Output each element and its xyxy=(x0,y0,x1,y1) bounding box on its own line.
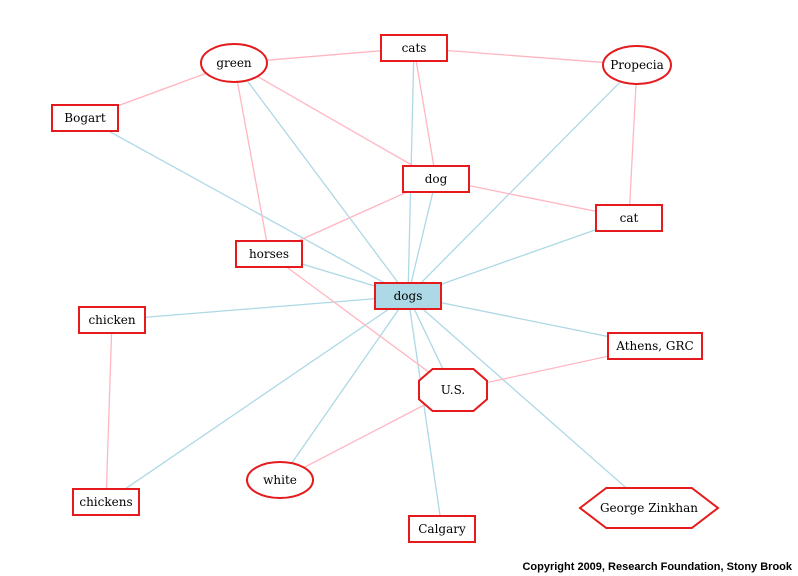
node-green-shape xyxy=(200,43,268,83)
node-athens-shape xyxy=(607,332,703,360)
node-cat[interactable]: cat xyxy=(595,204,663,232)
edges-layer xyxy=(84,47,656,530)
node-us[interactable]: U.S. xyxy=(418,368,488,412)
node-horses[interactable]: horses xyxy=(235,240,303,268)
edge-dogs-chickens xyxy=(105,295,409,503)
node-chicken[interactable]: chicken xyxy=(78,306,146,334)
edge-dogs-dog xyxy=(407,178,437,297)
edge-chicken-chickens xyxy=(105,319,113,503)
node-calgary-label: Calgary xyxy=(418,522,466,536)
node-cat-label: cat xyxy=(620,211,639,225)
edge-dogs-calgary xyxy=(407,295,443,530)
node-calgary[interactable]: Calgary xyxy=(408,515,476,543)
node-white-shape xyxy=(246,461,314,499)
node-chicken-shape xyxy=(78,306,146,334)
node-horses-shape xyxy=(235,240,303,268)
node-us-shape xyxy=(418,368,488,412)
edge-green-dog xyxy=(233,62,437,180)
edge-green-horses xyxy=(233,62,270,255)
edge-dogs-bogart xyxy=(84,117,409,297)
edge-dogs-propecia xyxy=(407,64,638,297)
node-athens-label: Athens, GRC xyxy=(615,339,693,353)
node-green-label: green xyxy=(216,56,252,70)
node-chickens[interactable]: chickens xyxy=(72,488,140,516)
node-white[interactable]: white xyxy=(246,461,314,499)
node-zinkhan-shape xyxy=(578,487,720,529)
node-bogart-label: Bogart xyxy=(64,111,106,125)
node-dog[interactable]: dog xyxy=(402,165,470,193)
node-chickens-shape xyxy=(72,488,140,516)
node-chickens-label: chickens xyxy=(79,495,132,509)
edge-dogs-green xyxy=(233,62,409,297)
node-athens[interactable]: Athens, GRC xyxy=(607,332,703,360)
node-horses-label: horses xyxy=(249,247,289,261)
edge-dogs-white xyxy=(279,295,409,481)
node-cats-label: cats xyxy=(402,41,427,55)
node-us-label: U.S. xyxy=(441,383,465,397)
node-dog-label: dog xyxy=(425,172,448,186)
node-zinkhan-label: George Zinkhan xyxy=(600,501,698,515)
copyright-notice: Copyright 2009, Research Foundation, Sto… xyxy=(522,561,792,573)
node-cat-shape xyxy=(595,204,663,232)
node-propecia-shape xyxy=(602,45,672,85)
node-bogart-shape xyxy=(51,104,119,132)
node-propecia[interactable]: Propecia xyxy=(602,45,672,85)
edge-cats-propecia xyxy=(413,47,638,66)
edge-dogs-cat xyxy=(407,217,630,297)
node-green[interactable]: green xyxy=(200,43,268,83)
node-cats-shape xyxy=(380,34,448,62)
node-dogs-label: dogs xyxy=(394,289,423,303)
edge-dogs-chicken xyxy=(111,295,409,321)
node-white-label: white xyxy=(263,473,297,487)
node-zinkhan[interactable]: George Zinkhan xyxy=(578,487,720,529)
edge-horses-us xyxy=(268,253,454,391)
edge-dogs-zinkhan xyxy=(407,295,650,509)
node-cats[interactable]: cats xyxy=(380,34,448,62)
node-chicken-label: chicken xyxy=(88,313,135,327)
node-bogart[interactable]: Bogart xyxy=(51,104,119,132)
node-dog-shape xyxy=(402,165,470,193)
node-dogs-shape xyxy=(374,282,442,310)
node-dogs[interactable]: dogs xyxy=(374,282,442,310)
node-propecia-label: Propecia xyxy=(610,58,664,72)
node-calgary-shape xyxy=(408,515,476,543)
edge-propecia-cat xyxy=(628,64,638,219)
edge-cats-dog xyxy=(413,47,437,180)
